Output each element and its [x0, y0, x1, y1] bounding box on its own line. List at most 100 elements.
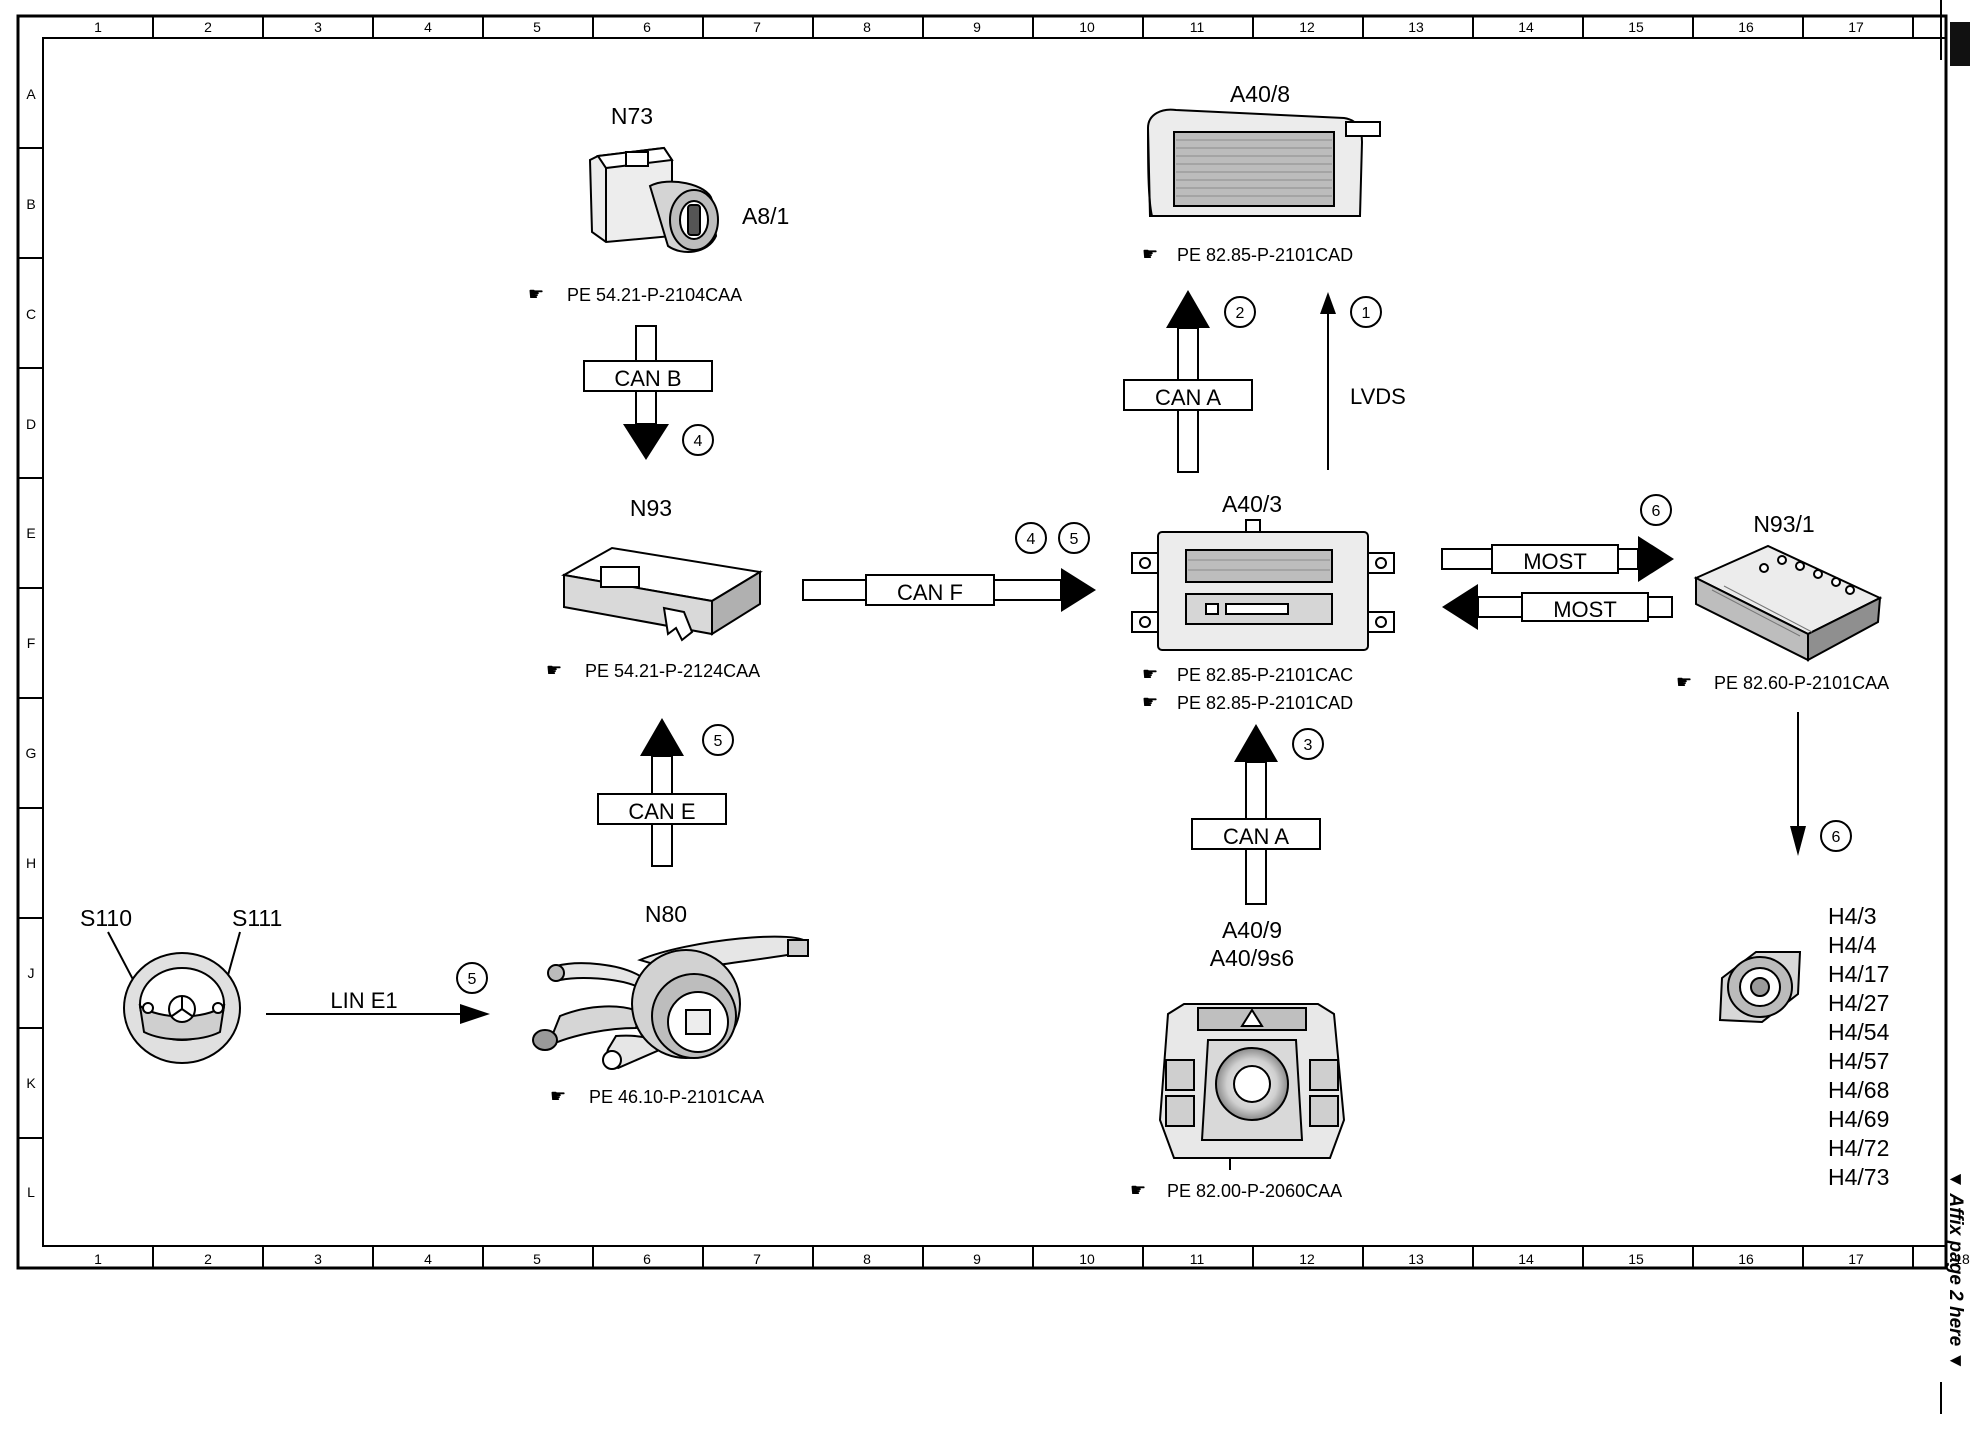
circle-1: 1 — [1362, 305, 1371, 322]
grid-col-9-bottom: 9 — [973, 1251, 981, 1267]
h4-item: H4/27 — [1828, 990, 1889, 1016]
ref-a40-3-text-2: PE 82.85-P-2101CAD — [1177, 693, 1353, 713]
can-b-arrow: CAN B 4 — [583, 325, 714, 460]
n80-steering-column-module-illustration — [532, 935, 810, 1070]
h4-arrow: 6 — [1790, 712, 1852, 856]
ref-pointing-hand-icon: ☛ — [1142, 664, 1158, 684]
grid-col-12: 12 — [1299, 19, 1315, 35]
grid-col-11: 11 — [1190, 19, 1205, 35]
circle-4-can-f: 4 — [1027, 531, 1036, 548]
grid-row-f: F — [27, 635, 36, 651]
grid-col-11-bottom: 11 — [1190, 1251, 1205, 1267]
grid-col-4: 4 — [424, 19, 432, 35]
affix-margin: ▼ Affix page 2 here ▼ — [1940, 0, 1970, 1414]
ref-a40-8: ☛ PE 82.85-P-2101CAD — [1142, 244, 1353, 265]
row-markers: A B C D E F G H J K L — [26, 86, 37, 1200]
h4-item: H4/17 — [1828, 961, 1889, 987]
h4-item: H4/4 — [1828, 932, 1877, 958]
ref-pointing-hand-icon: ☛ — [1142, 244, 1158, 264]
grid-row-e: E — [26, 525, 35, 541]
grid-column-ticks — [152, 16, 1914, 1268]
circle-5-lin: 5 — [468, 971, 477, 988]
h4-item: H4/72 — [1828, 1135, 1889, 1161]
ref-n80-text: PE 46.10-P-2101CAA — [589, 1087, 764, 1107]
grid-col-17: 17 — [1848, 19, 1864, 35]
can-b-label: CAN B — [614, 366, 681, 391]
grid-col-3: 3 — [314, 19, 322, 35]
a40-8-display-illustration — [1146, 108, 1381, 217]
grid-col-14: 14 — [1518, 19, 1534, 35]
speaker-illustration — [1718, 951, 1802, 1024]
lvds-label: LVDS — [1350, 384, 1406, 409]
grid-col-6: 6 — [643, 19, 651, 35]
grid-row-d: D — [26, 416, 36, 432]
grid-col-7-bottom: 7 — [753, 1251, 761, 1267]
ref-pointing-hand-icon: ☛ — [1142, 692, 1158, 712]
grid-row-k: K — [26, 1075, 36, 1091]
ref-pointing-hand-icon: ☛ — [1676, 672, 1692, 692]
ref-pointing-hand-icon: ☛ — [1130, 1180, 1146, 1200]
ref-a40-9: ☛ PE 82.00-P-2060CAA — [1130, 1180, 1342, 1201]
grid-col-10-bottom: 10 — [1079, 1251, 1095, 1267]
drawing-frame — [16, 14, 1948, 1270]
h4-item: H4/3 — [1828, 903, 1877, 929]
h4-speaker-list: H4/3 H4/4 H4/17 H4/27 H4/54 H4/57 H4/68 … — [1828, 903, 1890, 1190]
a8-1-label: A8/1 — [742, 203, 789, 229]
grid-row-b: B — [26, 196, 35, 212]
grid-col-17-bottom: 17 — [1848, 1251, 1864, 1267]
grid-col-16-bottom: 16 — [1738, 1251, 1754, 1267]
h4-item: H4/54 — [1828, 1019, 1890, 1045]
circle-6-most: 6 — [1652, 503, 1661, 520]
ref-a40-3: ☛ PE 82.85-P-2101CAC ☛ PE 82.85-P-2101CA… — [1142, 664, 1353, 713]
grid-col-18-bottom: 18 — [1954, 1251, 1970, 1267]
ref-n93-text: PE 54.21-P-2124CAA — [585, 661, 760, 681]
grid-col-15-bottom: 15 — [1628, 1251, 1644, 1267]
grid-col-1-bottom: 1 — [94, 1251, 102, 1267]
can-a-bottom-label: CAN A — [1223, 824, 1289, 849]
circle-2: 2 — [1236, 305, 1245, 322]
ref-a40-8-text: PE 82.85-P-2101CAD — [1177, 245, 1353, 265]
lin-e1-label: LIN E1 — [330, 988, 397, 1013]
column-markers-bottom: 1 2 3 4 5 6 7 8 9 10 11 12 13 14 15 16 1… — [94, 1251, 1970, 1267]
grid-col-7: 7 — [753, 19, 761, 35]
a40-8-label: A40/8 — [1230, 81, 1290, 107]
grid-col-13: 13 — [1408, 19, 1424, 35]
can-a-top-arrow: CAN A 2 — [1123, 290, 1256, 473]
most-right-label: MOST — [1523, 549, 1587, 574]
most-left-label: MOST — [1553, 597, 1617, 622]
a40-3-head-unit-illustration — [1131, 519, 1395, 651]
ref-n93-1-text: PE 82.60-P-2101CAA — [1714, 673, 1889, 693]
n73-ignition-switch-illustration — [588, 146, 719, 253]
grid-col-3-bottom: 3 — [314, 1251, 322, 1267]
grid-col-2: 2 — [204, 19, 212, 35]
ref-n80: ☛ PE 46.10-P-2101CAA — [550, 1086, 764, 1107]
can-f-label: CAN F — [897, 580, 963, 605]
grid-row-l: L — [27, 1184, 35, 1200]
s110-label: S110 — [80, 905, 132, 931]
a40-9-controller-illustration — [1158, 1003, 1346, 1170]
grid-col-5: 5 — [533, 19, 541, 35]
grid-col-15: 15 — [1628, 19, 1644, 35]
can-e-label: CAN E — [628, 799, 695, 824]
grid-col-1: 1 — [94, 19, 102, 35]
grid-col-16: 16 — [1738, 19, 1754, 35]
ref-n73-text: PE 54.21-P-2104CAA — [567, 285, 742, 305]
n73-label: N73 — [611, 103, 653, 129]
grid-col-6-bottom: 6 — [643, 1251, 651, 1267]
grid-row-j: J — [28, 965, 35, 981]
a40-3-label: A40/3 — [1222, 491, 1282, 517]
n93-label: N93 — [630, 495, 672, 521]
lvds-arrow: LVDS 1 — [1320, 292, 1406, 470]
grid-row-ticks — [18, 147, 43, 1139]
steering-wheel-illustration — [107, 931, 241, 1064]
grid-col-2-bottom: 2 — [204, 1251, 212, 1267]
s111-label: S111 — [232, 905, 282, 931]
ref-n73: ☛ PE 54.21-P-2104CAA — [528, 284, 742, 305]
circle-5-can-e: 5 — [714, 733, 723, 750]
h4-item: H4/73 — [1828, 1164, 1889, 1190]
n93-1-amplifier-illustration — [1693, 544, 1883, 662]
grid-col-12-bottom: 12 — [1299, 1251, 1315, 1267]
ref-pointing-hand-icon: ☛ — [550, 1086, 566, 1106]
ref-a40-9-text: PE 82.00-P-2060CAA — [1167, 1181, 1342, 1201]
